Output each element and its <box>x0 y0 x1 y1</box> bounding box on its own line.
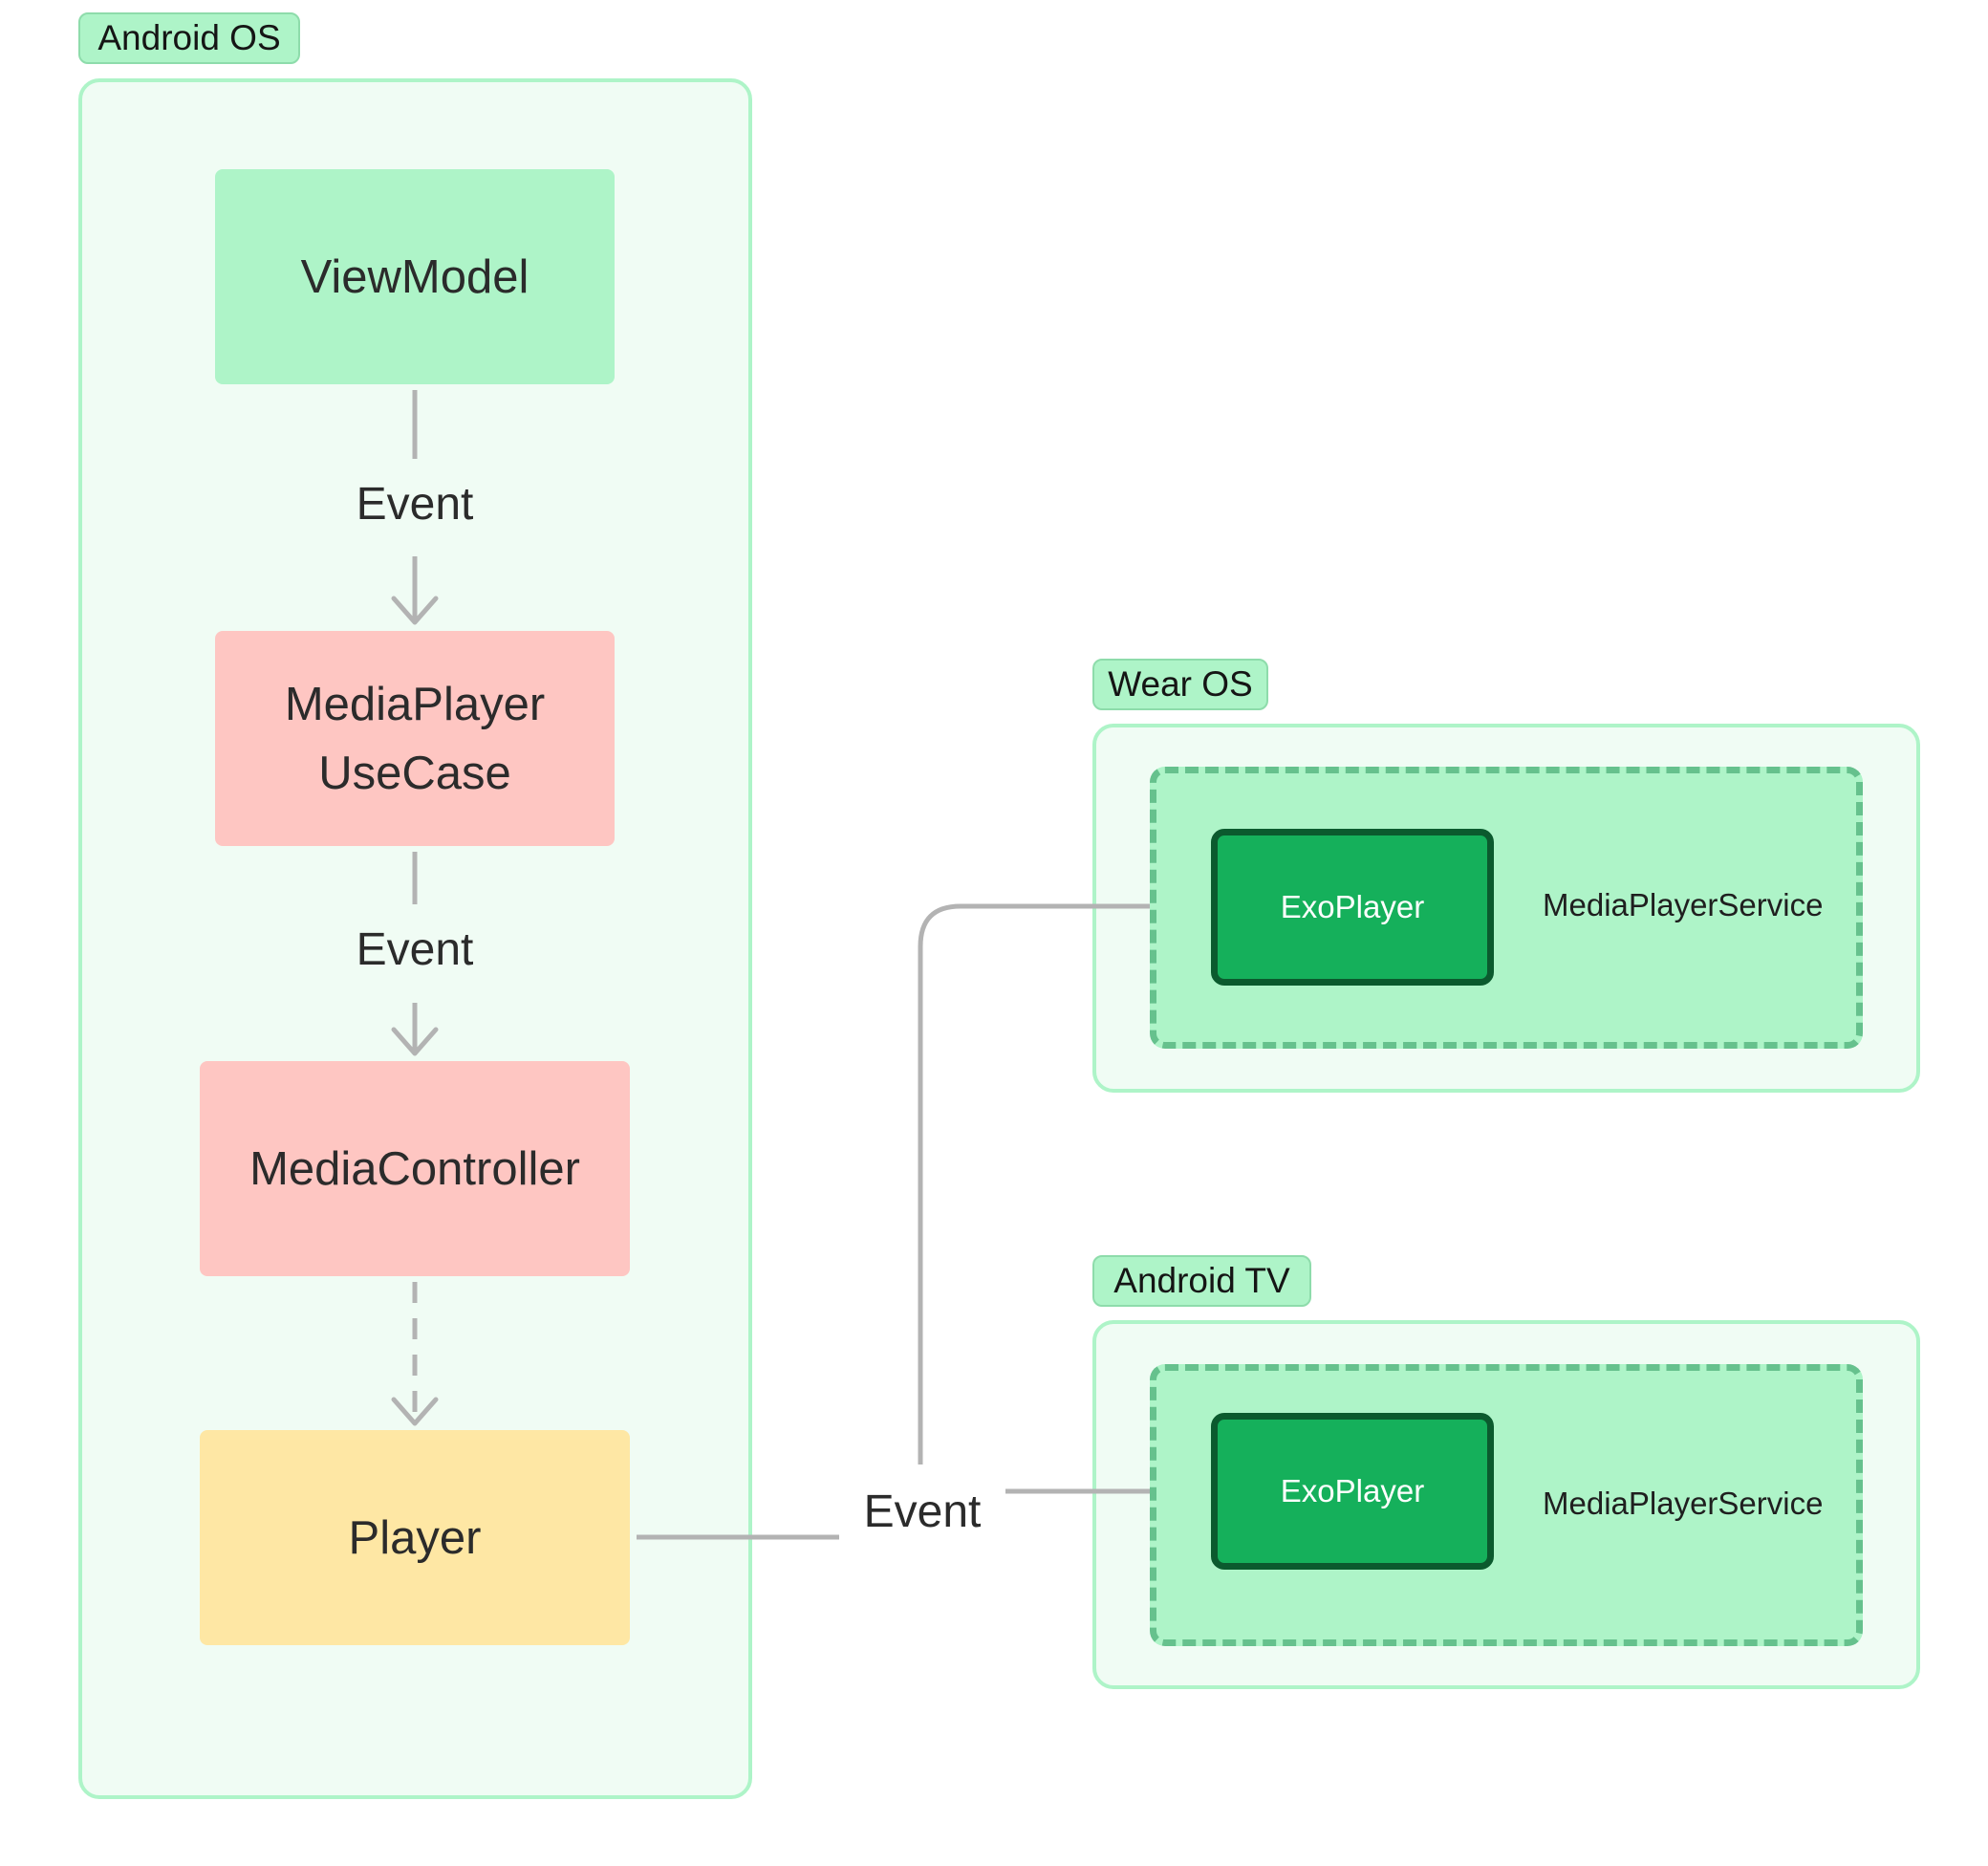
arrow-to-controller-icon <box>391 1027 439 1056</box>
event-label-3: Event <box>863 1486 982 1537</box>
android-tv-tag: Android TV <box>1092 1255 1311 1307</box>
event-label-1: Event <box>356 479 474 530</box>
android-tv-exoplayer: ExoPlayer <box>1211 1413 1494 1570</box>
event-label-2: Event <box>356 924 474 975</box>
android-os-tag: Android OS <box>78 12 300 64</box>
wear-os-service-label: MediaPlayerService <box>1543 887 1824 922</box>
android-tv-service-label: MediaPlayerService <box>1543 1486 1824 1521</box>
mediacontroller-label: MediaController <box>249 1142 580 1195</box>
event-to-wear-os-path <box>918 903 1206 1465</box>
arrow-to-usecase-icon <box>391 596 439 625</box>
mediaplayer-usecase-node: MediaPlayer UseCase <box>215 631 615 846</box>
player-node: Player <box>200 1430 630 1645</box>
wear-os-tag: Wear OS <box>1092 659 1268 710</box>
viewmodel-label: ViewModel <box>300 250 529 303</box>
mediaplayer-usecase-label: MediaPlayer UseCase <box>284 678 546 799</box>
arrow-to-player-icon <box>391 1397 439 1426</box>
mediacontroller-node: MediaController <box>200 1061 630 1276</box>
viewmodel-node: ViewModel <box>215 169 615 384</box>
player-label: Player <box>348 1511 482 1564</box>
wear-os-exoplayer: ExoPlayer <box>1211 829 1494 986</box>
